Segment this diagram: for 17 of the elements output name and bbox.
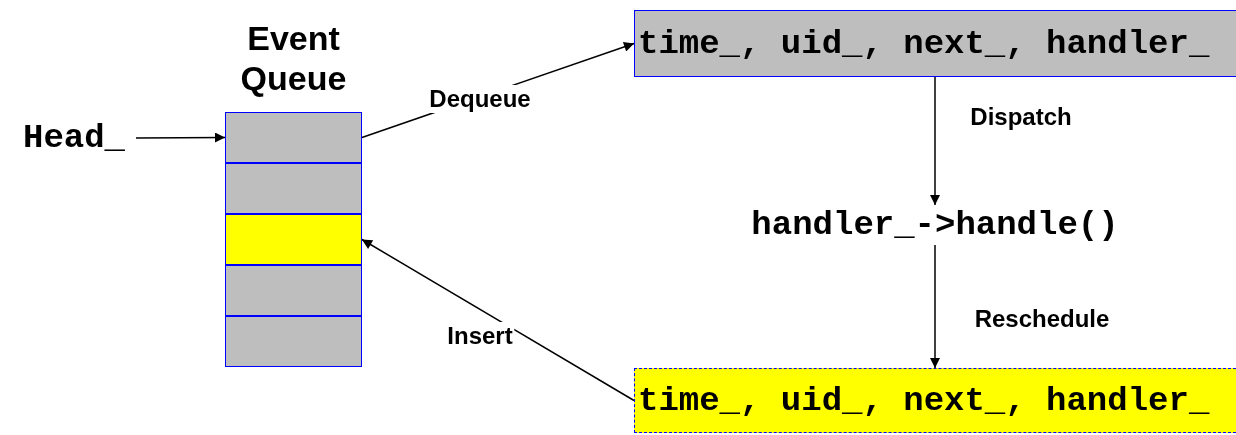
code-text: Head_	[23, 118, 125, 158]
queue-slot	[225, 214, 362, 265]
edge-label: Reschedule	[973, 304, 1111, 333]
event-record: time_, uid_, next_, handler_	[634, 368, 1236, 433]
edge-label: Dispatch	[969, 103, 1073, 131]
queue-heading: Event Queue	[239, 18, 348, 98]
arrow	[930, 76, 940, 206]
arrow	[930, 244, 940, 369]
arrow	[135, 132, 226, 143]
queue-slot	[225, 112, 362, 163]
arrow	[361, 238, 635, 402]
code-text: handler_->handle()	[751, 205, 1119, 245]
event-record: time_, uid_, next_, handler_	[634, 10, 1236, 77]
edge-label: Dequeue	[427, 84, 533, 113]
queue-slot	[225, 316, 362, 367]
queue-slot	[225, 163, 362, 214]
queue-slot	[225, 265, 362, 316]
